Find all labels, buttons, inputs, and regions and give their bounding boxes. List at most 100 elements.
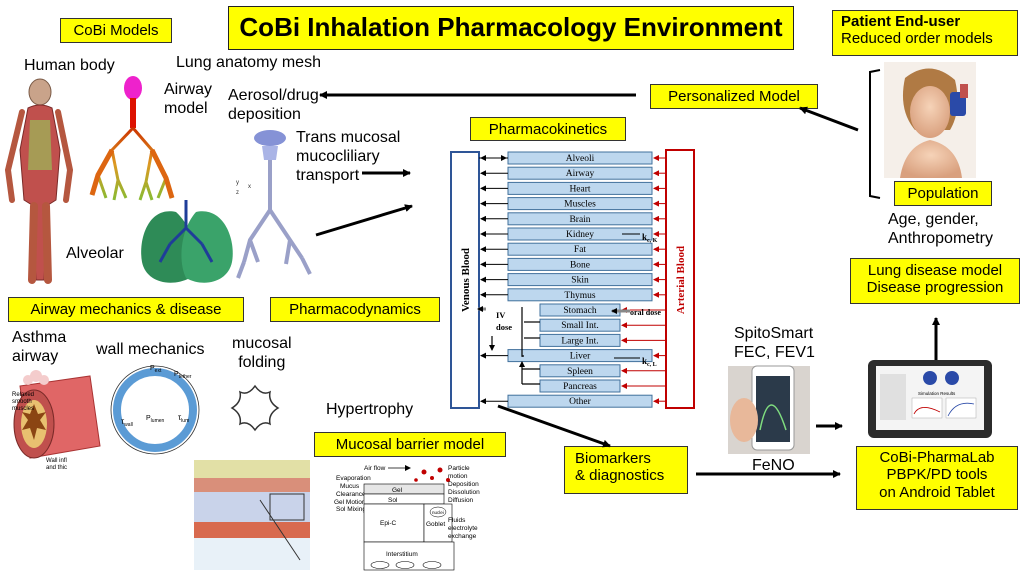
nuclei-label: nuclei bbox=[432, 510, 444, 515]
pharmalab-line-1: CoBi-PharmaLab bbox=[879, 449, 995, 466]
human-body-label: Human body bbox=[24, 57, 115, 74]
patient-bracket bbox=[869, 69, 881, 199]
axis-x-label: x bbox=[248, 184, 251, 190]
organ-box bbox=[539, 364, 621, 378]
epi-c-label: Epi-C bbox=[380, 520, 397, 527]
venous-blood-bar bbox=[450, 151, 480, 409]
simulation-results-label: Simulation Results bbox=[918, 391, 956, 396]
pharmacodynamics-box: Pharmacodynamics bbox=[270, 297, 440, 322]
page-title: CoBi Inhalation Pharmacology Environment bbox=[228, 6, 794, 50]
asthma-line-1: Asthma bbox=[12, 329, 67, 346]
patient-line-2: Reduced order models bbox=[841, 30, 993, 48]
mucosal-folding-line-2: folding bbox=[238, 354, 286, 372]
aerosol-line-1: Aerosol/drug bbox=[228, 87, 319, 104]
personalized-model-box: Personalized Model bbox=[650, 84, 818, 109]
airway-model-line-1: Airway bbox=[164, 81, 213, 98]
axis-z-label: z bbox=[236, 190, 239, 196]
k-cl-label: kc, L bbox=[642, 356, 657, 368]
lung-disease-line-2: Disease progression bbox=[866, 279, 1004, 297]
particle-line-2: motion bbox=[448, 473, 468, 480]
human-body-figure bbox=[4, 78, 74, 284]
air-flow-label: Air flow bbox=[364, 465, 386, 472]
wall-infl-line-1: Wall infl bbox=[46, 458, 67, 464]
organ-label: Alveoli bbox=[566, 154, 595, 164]
lung-mesh-figure: y x z bbox=[236, 130, 312, 279]
pharmalab-box: CoBi-PharmaLab PBPK/PD tools on Android … bbox=[856, 446, 1018, 510]
biomarkers-box: Biomarkers & diagnostics bbox=[564, 446, 688, 494]
trans-line-1: Trans mucosal bbox=[296, 129, 401, 146]
relaxed-line-3: muscles bbox=[12, 406, 34, 412]
biomarkers-line-2: & diagnostics bbox=[575, 467, 665, 485]
hypertrophy-tissue-figure bbox=[194, 460, 310, 570]
age-label: Age, gender, Anthropometry bbox=[888, 210, 993, 248]
pharmalab-line-2: PBPK/PD tools bbox=[886, 466, 988, 484]
tau-wall-label: τwall bbox=[121, 417, 133, 428]
deposition-label: Deposition bbox=[448, 481, 479, 488]
organ-label: Stomach bbox=[563, 306, 596, 316]
arrow-mesh-to-pk bbox=[315, 204, 413, 237]
lung-disease-line-1: Lung disease model bbox=[867, 262, 1003, 279]
aerosol-line-2: deposition bbox=[228, 106, 301, 124]
wall-infl-line-2: and thic bbox=[46, 465, 67, 471]
asthma-airway-figure: Relaxed smooth muscles Wall infl and thi… bbox=[12, 370, 101, 471]
iv-dose-line-2: dose bbox=[496, 322, 512, 332]
diffusion-label: Diffusion bbox=[448, 497, 474, 504]
airway-model-line-2: model bbox=[164, 100, 208, 118]
asthma-label: Asthma airway bbox=[12, 328, 66, 366]
organ-label: Airway bbox=[566, 169, 595, 179]
gel-motion-label: Gel Motion bbox=[334, 499, 366, 506]
airway-model-figure bbox=[89, 76, 175, 201]
hypertrophy-label: Hypertrophy bbox=[326, 401, 414, 418]
organ-box bbox=[539, 379, 621, 393]
pk-diagram: Venous Blood Arterial Blood AlveoliAirwa… bbox=[450, 149, 695, 409]
organ-label: Bone bbox=[570, 260, 590, 270]
arrow-patient-to-personalized bbox=[799, 106, 859, 132]
organ-label: Heart bbox=[569, 184, 590, 194]
sol-label: Sol bbox=[388, 497, 398, 504]
population-box: Population bbox=[894, 181, 992, 206]
lung-disease-box: Lung disease model Disease progression bbox=[850, 258, 1020, 304]
patient-line-1: Patient End-user bbox=[841, 13, 961, 30]
aerosol-label: Aerosol/drug deposition bbox=[228, 86, 319, 124]
dissolution-label: Dissolution bbox=[448, 489, 480, 496]
airway-mechanics-box: Airway mechanics & disease bbox=[8, 297, 244, 322]
organ-label: Brain bbox=[569, 215, 590, 225]
fluids-line-3: exchange bbox=[448, 533, 477, 540]
relaxed-line-2: smooth bbox=[12, 399, 32, 405]
k-ck-label: kc, K bbox=[642, 232, 658, 244]
interstitium-label: Interstitium bbox=[386, 551, 418, 558]
trans-line-2: mucocliliary bbox=[296, 148, 380, 166]
asthma-line-2: airway bbox=[12, 348, 59, 366]
trans-mucosal-label: Trans mucosal mucocliliary transport bbox=[296, 128, 400, 186]
cobi-models-box: CoBi Models bbox=[60, 18, 172, 43]
spito-line-1: SpitoSmart bbox=[734, 325, 814, 342]
venous-blood-label: Venous Blood bbox=[460, 248, 472, 312]
age-line-2: Anthropometry bbox=[888, 230, 993, 248]
axis-y-label: y bbox=[236, 180, 239, 186]
patient-photo bbox=[884, 62, 976, 178]
arrow-pk-to-biomarkers bbox=[497, 404, 611, 448]
p-ext-label: Pext bbox=[150, 365, 162, 374]
mucosal-barrier-box: Mucosal barrier model bbox=[314, 432, 506, 457]
organ-box bbox=[539, 318, 621, 332]
organ-label: Small Int. bbox=[561, 321, 598, 331]
mucus-label: Mucus bbox=[340, 483, 360, 490]
alveolar-label: Alveolar bbox=[66, 245, 124, 262]
patient-box: Patient End-user Reduced order models bbox=[832, 10, 1018, 56]
relaxed-line-1: Relaxed bbox=[12, 392, 34, 398]
organ-label: Skin bbox=[571, 276, 589, 286]
organ-label: Pancreas bbox=[563, 382, 597, 392]
clearance-label: Clearance bbox=[336, 491, 366, 498]
mucosal-folding-label: mucosal folding bbox=[232, 334, 292, 372]
feno-label: FeNO bbox=[752, 457, 795, 474]
sol-mixing-label: Sol Mixing bbox=[336, 506, 366, 513]
gel-label: Gel bbox=[392, 487, 403, 494]
organ-label: Spleen bbox=[567, 367, 593, 377]
organ-box bbox=[539, 333, 621, 347]
wall-mechanics-label: wall mechanics bbox=[96, 341, 205, 358]
organ-label: Fat bbox=[574, 245, 587, 255]
organ-label: Other bbox=[569, 397, 591, 407]
smartphone-device bbox=[728, 365, 810, 454]
p-lumen-label: Plumen bbox=[146, 415, 165, 424]
